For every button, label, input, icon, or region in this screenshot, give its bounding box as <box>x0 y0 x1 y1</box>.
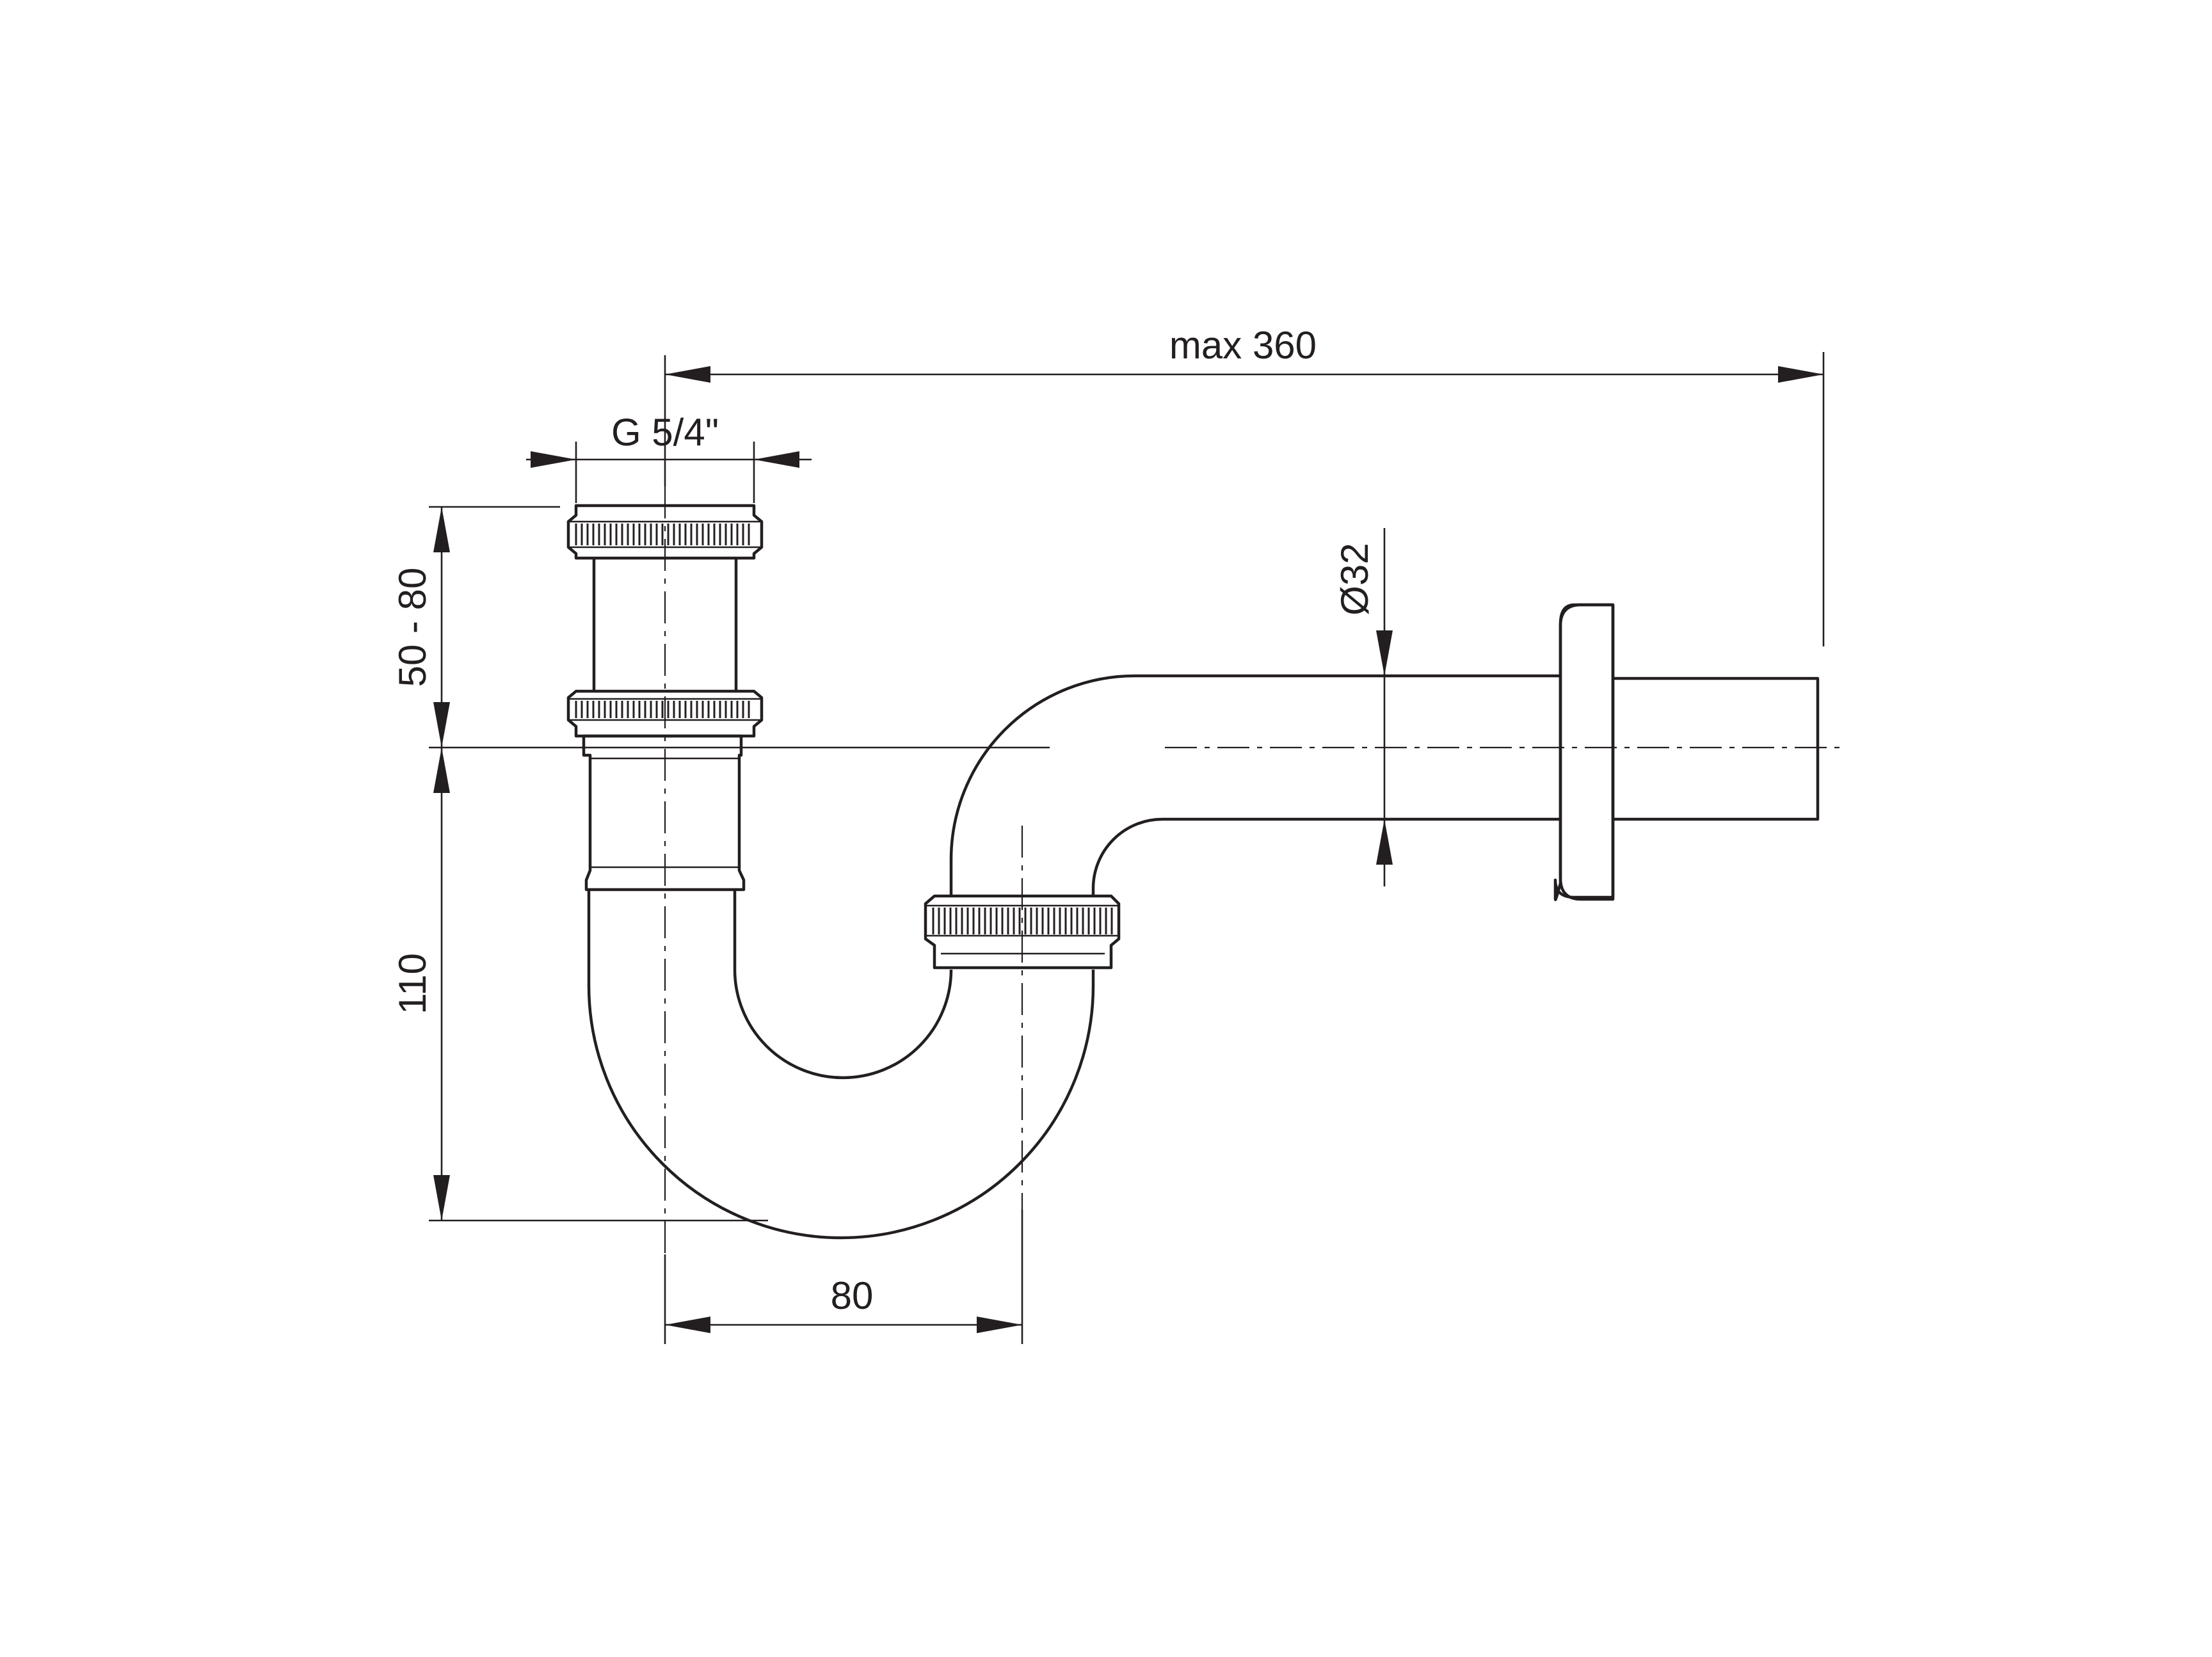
wall-rosette <box>1553 603 1615 901</box>
tailpiece <box>592 557 738 691</box>
label-thread-size: G 5/4" <box>611 411 719 454</box>
label-trap-height: 110 <box>391 953 434 1014</box>
outlet-pipe <box>1613 676 1820 821</box>
trap-nut <box>924 894 1121 970</box>
dimension-trap-height <box>433 748 450 1221</box>
label-overall-length: max 360 <box>1169 324 1317 367</box>
top-nut <box>566 504 764 560</box>
trap-bend-inner <box>733 890 953 1080</box>
dimension-labels: max 360 G 5/4" 50 - 80 110 80 Ø32 <box>391 324 1376 1317</box>
label-pipe-diameter: Ø32 <box>1333 543 1376 615</box>
label-trap-offset: 80 <box>831 1274 874 1317</box>
riser-outer <box>949 674 1560 896</box>
riser-inner <box>1091 817 1560 896</box>
dimension-lines <box>429 352 1825 1344</box>
trap-bend-outer <box>587 890 1095 1240</box>
dimension-overall-length <box>665 366 1823 383</box>
dimension-thread <box>526 451 812 468</box>
center-lines <box>664 486 1843 1254</box>
dimension-pipe-diameter <box>1376 528 1393 886</box>
middle-nut <box>566 689 764 738</box>
label-adjustable-height: 50 - 80 <box>391 568 434 687</box>
dimension-trap-offset <box>665 1317 1022 1333</box>
lower-sleeve <box>582 734 746 892</box>
wall-rosette-face <box>1559 603 1615 901</box>
bottle-trap-body <box>566 504 1820 1240</box>
dimension-adjustable-height <box>433 507 450 748</box>
